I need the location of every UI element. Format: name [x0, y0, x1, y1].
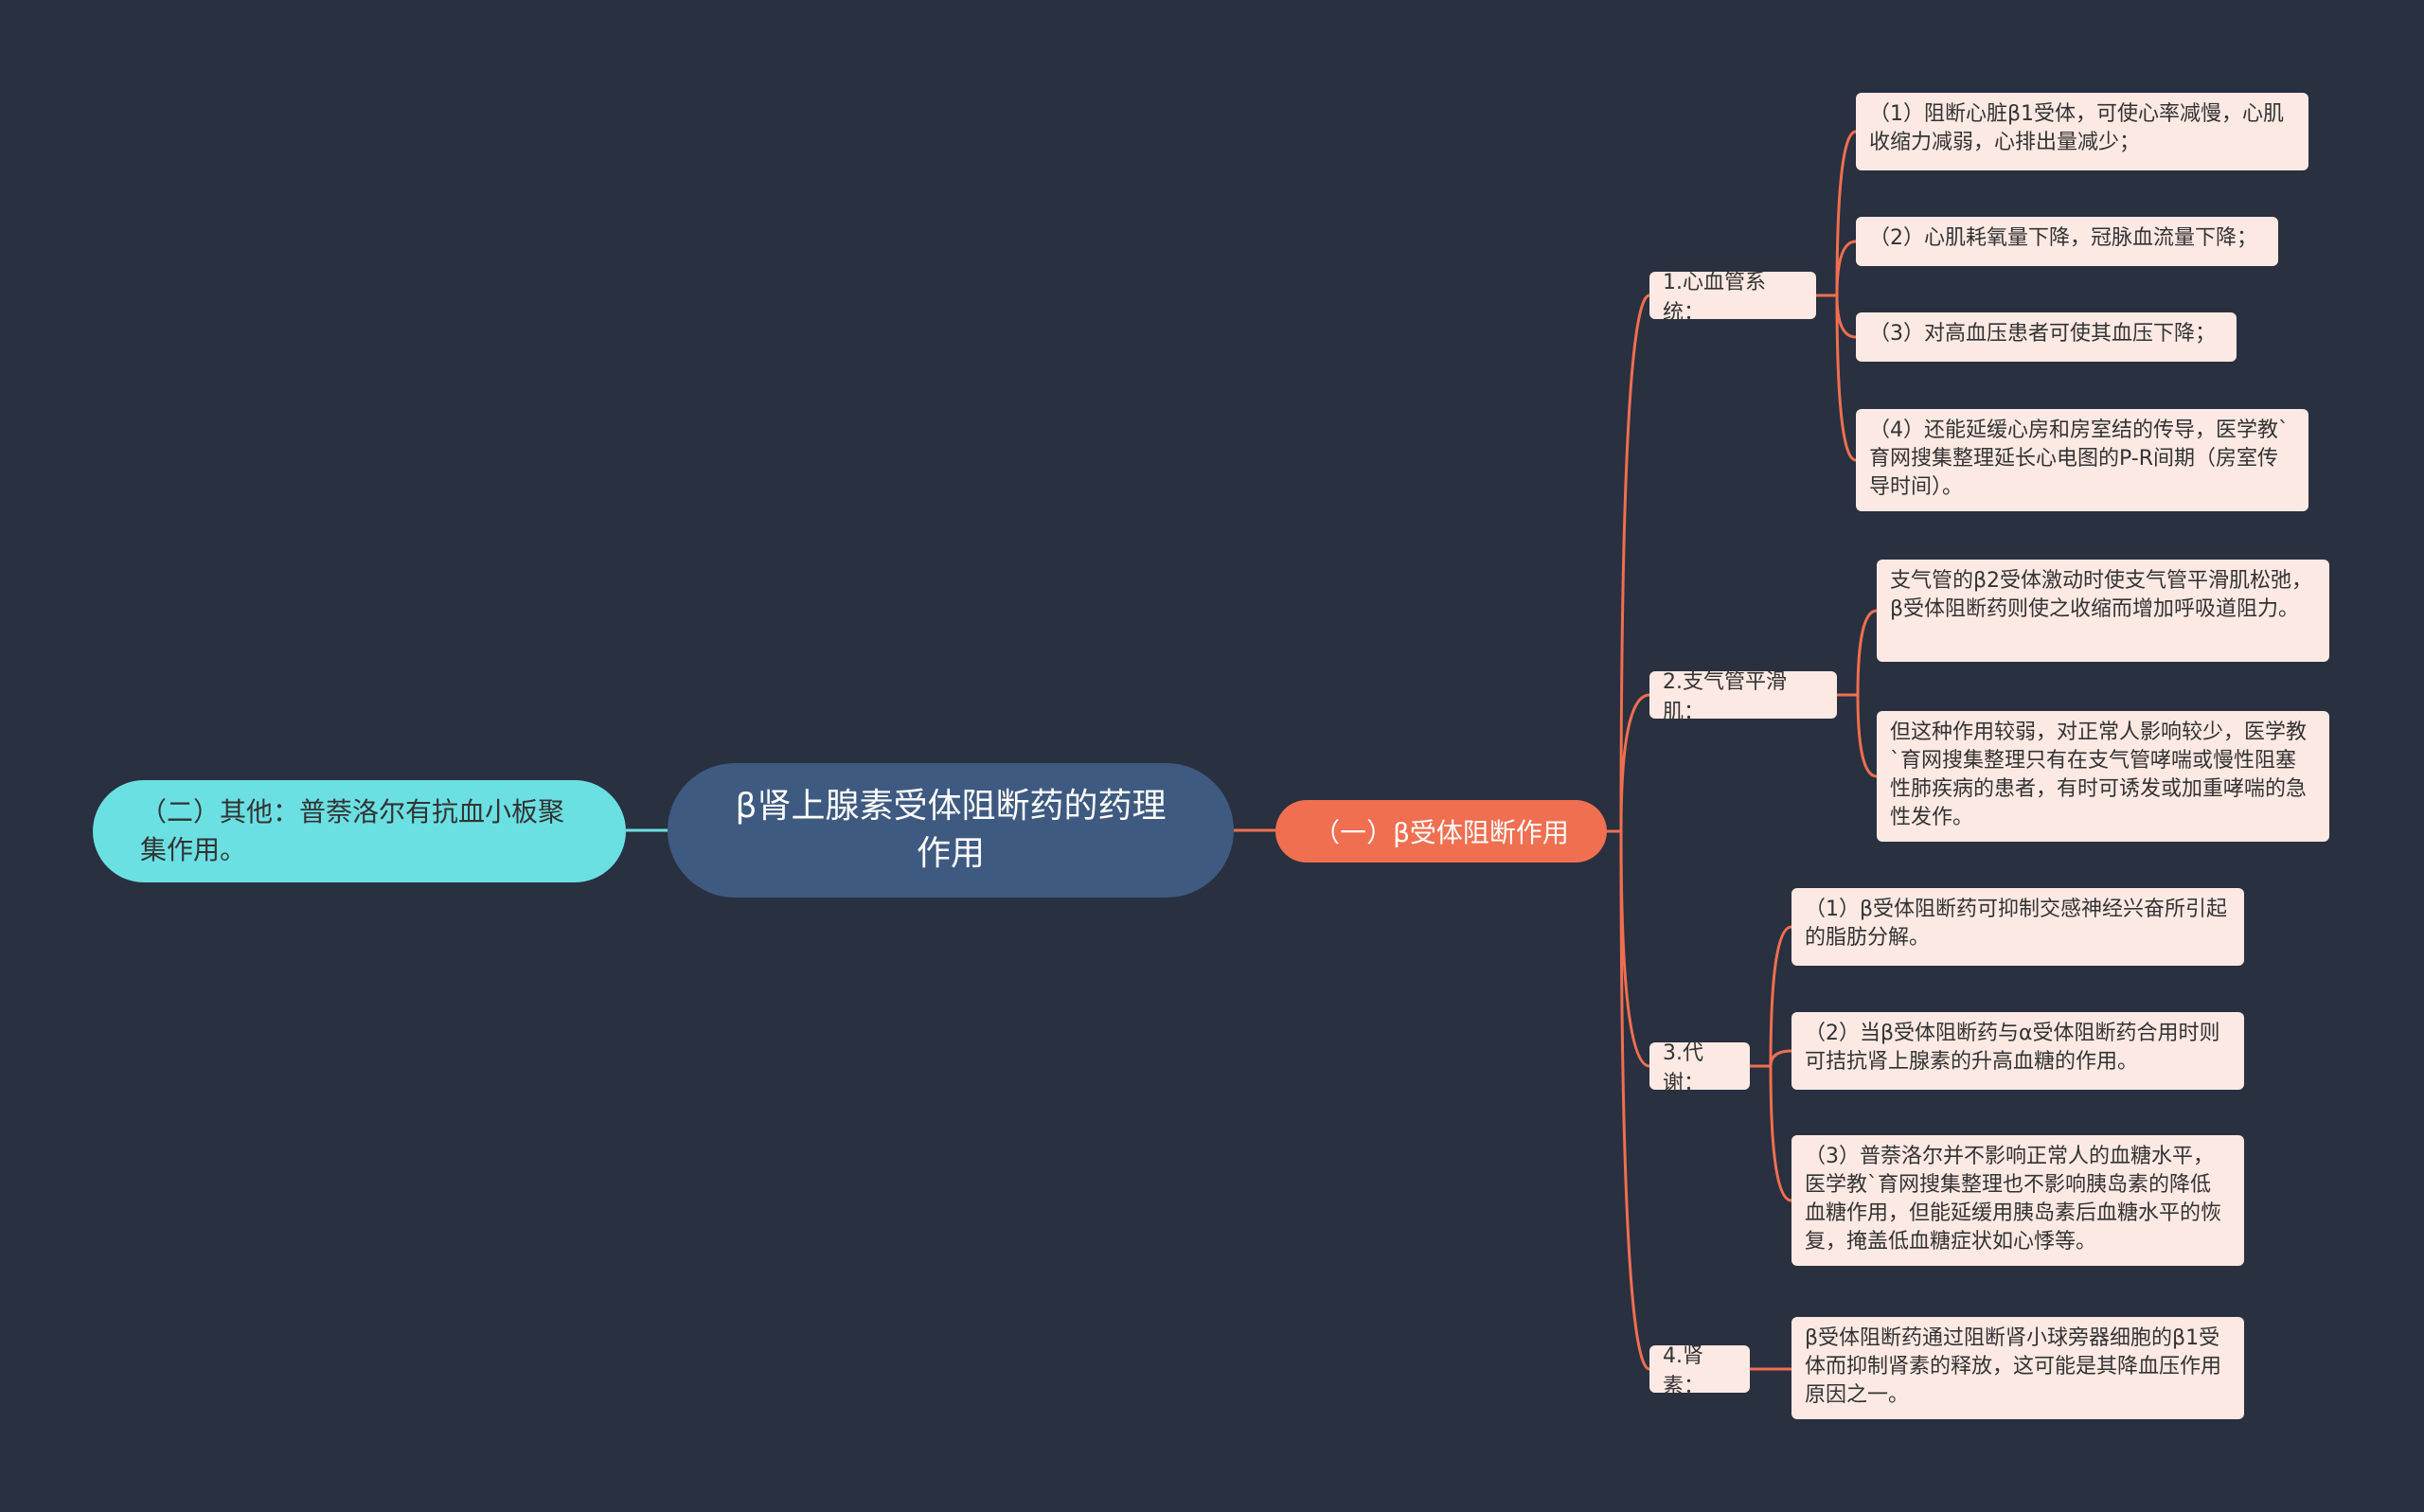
leaf-node[interactable]: （3）普萘洛尔并不影响正常人的血糖水平，医学教`育网搜集整理也不影响胰岛素的降低… [1791, 1135, 2244, 1266]
leaf-node[interactable]: 支气管的β2受体激动时使支气管平滑肌松弛，β受体阻断药则使之收缩而增加呼吸道阻力… [1877, 560, 2329, 662]
branch-beta-blockade[interactable]: （一）β受体阻断作用 [1275, 800, 1607, 863]
branch-other-label: （二）其他：普萘洛尔有抗血小板聚集作用。 [140, 796, 565, 865]
sub-node-label: 2.支气管平滑肌： [1663, 670, 1787, 724]
link-sub-1 [1619, 294, 1650, 832]
sub-node-label: 4.肾素： [1663, 1344, 1705, 1398]
leaf-node[interactable]: （2）心肌耗氧量下降，冠脉血流量下降； [1856, 217, 2278, 266]
leaf-node[interactable]: （4）还能延缓心房和房室结的传导，医学教`育网搜集整理延长心电图的P-R间期（房… [1856, 409, 2308, 511]
branch-beta-blockade-label: （一）β受体阻断作用 [1313, 817, 1569, 848]
leaf-node[interactable]: （1）β受体阻断药可抑制交感神经兴奋所引起的脂肪分解。 [1791, 888, 2244, 966]
link-sub-3 [1619, 830, 1650, 1068]
root-title: β肾上腺素受体阻断药的药理作用 [735, 787, 1167, 873]
leaf-node[interactable]: β受体阻断药通过阻断肾小球旁器细胞的β1受体而抑制肾素的释放，这可能是其降血压作… [1791, 1317, 2244, 1419]
link-leaf-1-2 [1835, 240, 1857, 296]
sub-node-metabolism[interactable]: 3.代谢： [1649, 1041, 1750, 1095]
leaf-node[interactable]: 但这种作用较弱，对正常人影响较少，医学教`育网搜集整理只有在支气管哮喘或慢性阻塞… [1877, 711, 2329, 842]
link-leaf-1-3 [1835, 294, 1857, 339]
link-leaf-2-2 [1856, 694, 1878, 778]
link-leaf-1-1 [1835, 130, 1857, 296]
root-node[interactable]: β肾上腺素受体阻断药的药理作用 [668, 763, 1234, 898]
link-leaf-3-1 [1769, 925, 1792, 1067]
leaf-node[interactable]: （1）阻断心脏β1受体，可使心率减慢，心肌收缩力减弱，心排出量减少； [1856, 93, 2308, 170]
link-sub-2 [1619, 693, 1650, 832]
link-leaf-2-1 [1856, 609, 1878, 696]
sub-node-label: 1.心血管系统： [1663, 271, 1766, 325]
branch-other[interactable]: （二）其他：普萘洛尔有抗血小板聚集作用。 [93, 780, 626, 882]
sub-node-bronchial-smooth-muscle[interactable]: 2.支气管平滑肌： [1649, 670, 1837, 724]
sub-node-renin[interactable]: 4.肾素： [1649, 1344, 1750, 1398]
sub-node-label: 3.代谢： [1663, 1041, 1705, 1095]
link-leaf-3-2 [1769, 1049, 1792, 1067]
link-sub-4 [1619, 830, 1650, 1371]
leaf-node[interactable]: （2）当β受体阻断药与α受体阻断药合用时则可拮抗肾上腺素的升高血糖的作用。 [1791, 1012, 2244, 1090]
link-leaf-3-3 [1769, 1065, 1792, 1202]
link-leaf-1-4 [1835, 294, 1857, 462]
sub-node-cardiovascular[interactable]: 1.心血管系统： [1649, 271, 1816, 325]
leaf-node[interactable]: （3）对高血压患者可使其血压下降； [1856, 312, 2237, 362]
